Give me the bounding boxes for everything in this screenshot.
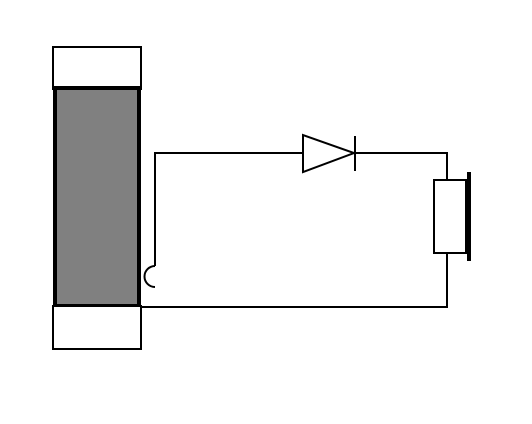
- cell-top-cap: [52, 46, 142, 90]
- diode-symbol: [302, 133, 357, 174]
- wire-bottom: [141, 253, 448, 308]
- wire-top-right: [355, 152, 448, 180]
- resistor-symbol: [433, 179, 467, 254]
- wire-top: [154, 152, 303, 266]
- cell-bottom-cap: [52, 305, 142, 350]
- wire-contact-hook: [143, 265, 156, 288]
- diode-triangle: [302, 133, 357, 174]
- cell-body: [53, 86, 141, 308]
